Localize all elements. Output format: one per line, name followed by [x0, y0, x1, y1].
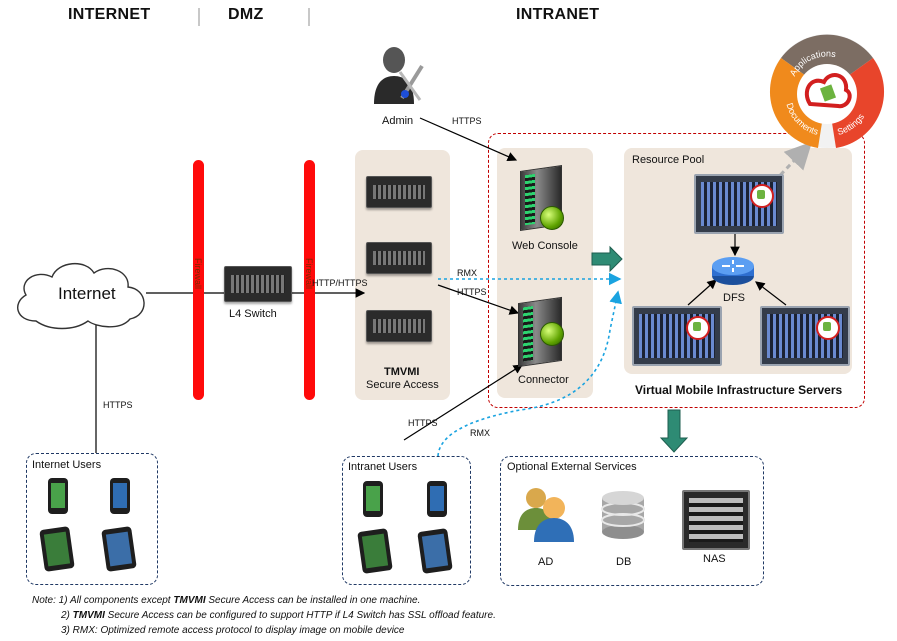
secure-access-server-icon — [366, 242, 432, 274]
internet-users-label: Internet Users — [32, 459, 102, 471]
footnote-2: 2) TMVMI Secure Access can be configured… — [32, 608, 496, 623]
resource-pool-label: Resource Pool — [632, 154, 705, 166]
footnotes: Note: 1) All components except TMVMI Sec… — [32, 593, 496, 638]
admin-label: Admin — [382, 115, 414, 127]
vmi-badge-icon — [750, 184, 774, 208]
internet-cloud-label: Internet — [58, 284, 116, 303]
secure-access-server-icon — [366, 310, 432, 342]
secure-access-label-line1: TMVMI — [384, 366, 420, 378]
arrow-pool-external — [659, 409, 689, 453]
line-server-left-dfs — [687, 279, 717, 306]
firewall-outer-label: Firewall — [193, 258, 203, 290]
firewall-outer — [193, 160, 204, 400]
line-server-right-dfs — [755, 281, 787, 306]
line-admin-console — [419, 117, 518, 162]
ipad-icon — [101, 526, 137, 572]
intranet-vmi-boundary — [488, 133, 865, 408]
secure-access-server-icon — [366, 176, 432, 208]
nas-storage-icon — [682, 490, 750, 550]
vmi-servers-label: Virtual Mobile Infrastructure Servers — [635, 383, 843, 397]
database-icon — [601, 491, 645, 539]
arrow-console-pool — [591, 245, 623, 273]
firewall-inner-label: Firewall — [304, 258, 314, 290]
footnote-3: 3) RMX: Optimized remote access protocol… — [61, 625, 405, 636]
protocol-rmx-intranet-users: RMX — [470, 428, 490, 438]
iphone-icon — [110, 478, 130, 514]
l4-switch-label: L4 Switch — [229, 308, 277, 320]
dfs-label: DFS — [723, 292, 745, 304]
ad-label: AD — [538, 556, 554, 568]
zone-dmz-label: DMZ — [228, 6, 264, 23]
footnote-1-brand: TMVMI — [173, 595, 206, 606]
active-directory-users-icon — [518, 488, 574, 542]
protocol-https-connector: HTTPS — [457, 287, 487, 297]
vmi-badge-icon — [816, 316, 840, 340]
nas-label: NAS — [703, 553, 726, 565]
web-console-label: Web Console — [512, 240, 578, 252]
vmi-server-chassis-icon — [632, 306, 722, 366]
android-phone-icon — [48, 478, 68, 514]
footnote-2-suffix: Secure Access can be configured to suppo… — [104, 610, 496, 621]
internet-users-group — [26, 453, 158, 585]
external-services-label: Optional External Services — [507, 461, 637, 473]
vmi-server-chassis-icon — [694, 174, 784, 234]
intranet-users-label: Intranet Users — [348, 461, 418, 473]
admin-user-icon — [374, 47, 424, 104]
db-label: DB — [616, 556, 632, 568]
android-phone-icon — [363, 481, 383, 517]
footnote-1-suffix: Secure Access can be installed in one ma… — [205, 595, 421, 606]
firewall-inner — [304, 160, 315, 400]
iphone-icon — [427, 481, 447, 517]
cloud-icon — [17, 263, 145, 330]
protocol-https-internet-users: HTTPS — [103, 400, 133, 410]
line-secure-connector — [437, 284, 520, 315]
globe-icon — [540, 322, 564, 346]
zone-separator — [308, 8, 311, 26]
external-services-group — [500, 456, 764, 586]
intranet-users-group — [342, 456, 471, 585]
router-icon — [712, 257, 754, 285]
footnote-2-brand: TMVMI — [72, 610, 105, 621]
app-ring-icon: Applications Documents Settings — [769, 34, 885, 148]
protocol-https-intranet-users: HTTPS — [408, 418, 438, 428]
protocol-https-admin: HTTPS — [452, 116, 482, 126]
zone-separator — [198, 8, 201, 26]
vmi-badge-icon — [686, 316, 710, 340]
protocol-rmx-top: RMX — [457, 268, 477, 278]
l4-switch-icon — [224, 266, 292, 302]
footnote-1: Note: 1) All components except TMVMI Sec… — [32, 593, 496, 608]
footnote-1-prefix: Note: 1) All components except — [32, 595, 174, 606]
connector-label: Connector — [518, 374, 569, 386]
line-intranet-users-connector — [403, 364, 524, 441]
secure-access-label-line2: Secure Access — [366, 379, 439, 391]
zone-intranet-label: INTRANET — [516, 6, 600, 23]
zone-internet-label: INTERNET — [68, 6, 151, 23]
android-tablet-icon — [39, 526, 75, 572]
protocol-http-https: HTTP/HTTPS — [312, 278, 368, 288]
android-tablet-icon — [357, 528, 393, 574]
ipad-icon — [417, 528, 453, 574]
globe-icon — [540, 206, 564, 230]
footnote-2-prefix: 2) — [61, 610, 73, 621]
